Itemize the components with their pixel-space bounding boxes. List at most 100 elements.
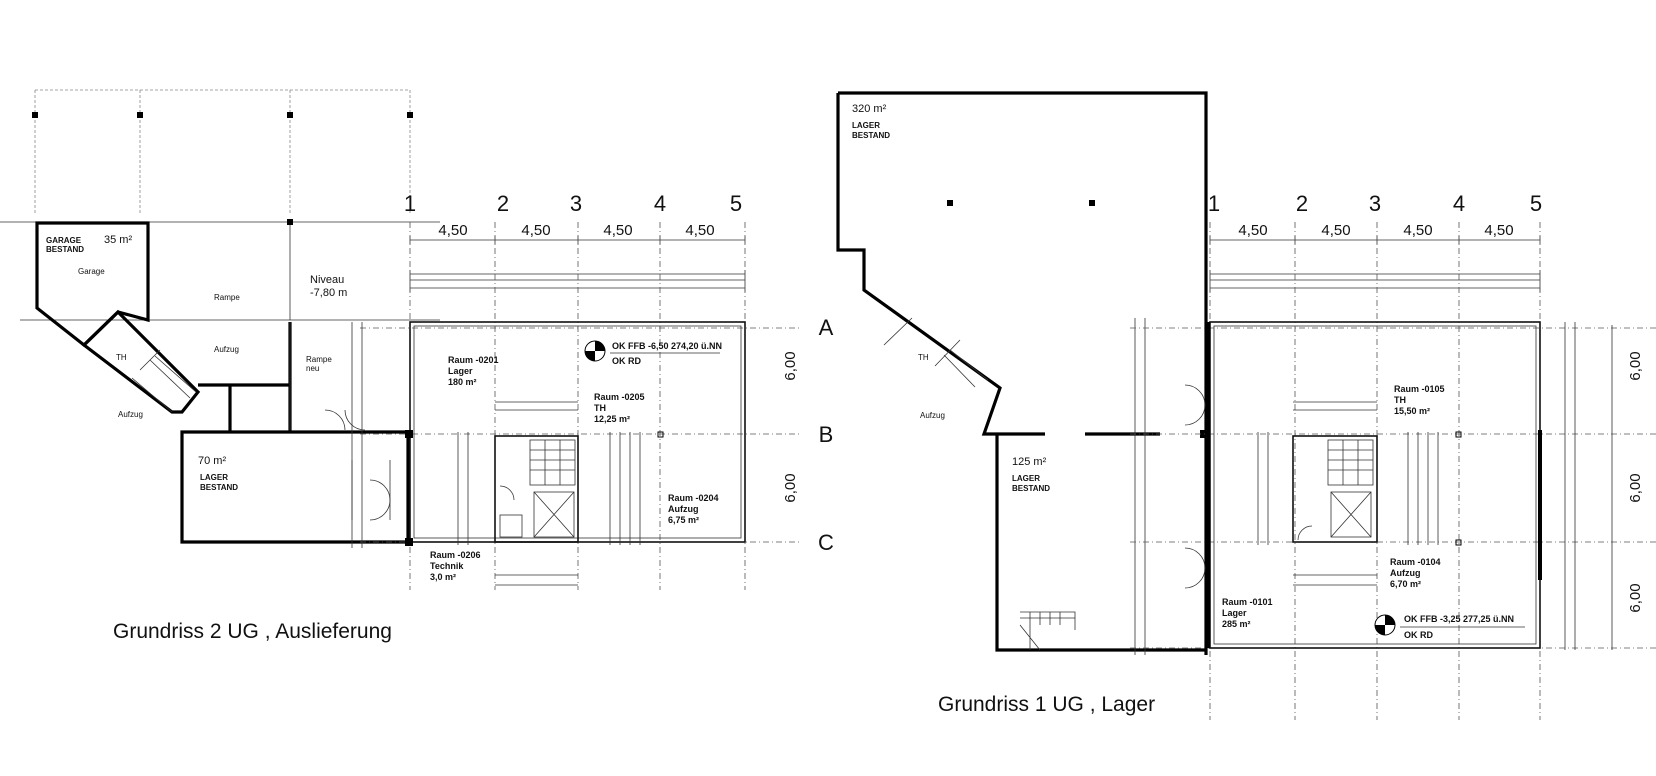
lager-320-title: LAGER [852, 121, 880, 130]
lager-125-title: LAGER [1012, 474, 1040, 483]
col-dim-3-1ug: 4,50 [1403, 222, 1432, 239]
axis-col-4-1ug: 4 [1453, 191, 1465, 216]
room-0201-use: Lager [448, 366, 473, 376]
row-dimensions-2ug: 6,00 6,00 [782, 351, 799, 502]
room-0205-name: Raum -0205 [594, 392, 645, 402]
stair-core-diagonal: TH Aufzug [81, 309, 201, 419]
room-0101-area: 285 m² [1222, 619, 1251, 629]
room-0105: Raum -0105 TH 15,50 m² [1394, 384, 1445, 416]
col-dim-1: 4,50 [438, 222, 467, 239]
axis-column-labels-1ug: 1 2 3 4 5 [1208, 191, 1542, 216]
level-ok-ffb-2ug: OK FFB -6,50 274,20 ü.NN [612, 341, 722, 351]
col-dim-4: 4,50 [685, 222, 714, 239]
dimension-lines-top-2ug [409, 236, 746, 292]
axis-grid-2ug [360, 222, 800, 590]
room-0104: Raum -0104 Aufzug 6,70 m² [1390, 557, 1441, 589]
room-0204: Raum -0204 Aufzug 6,75 m² [668, 493, 719, 525]
col-dim-3: 4,50 [603, 222, 632, 239]
lager-70-area: 70 m² [198, 455, 226, 467]
row-dimensions-1ug: 6,00 6,00 6,00 [1627, 351, 1644, 612]
axis-col-1: 1 [404, 191, 416, 216]
garage-label: Garage [78, 267, 105, 276]
dimension-lines-top-1ug [1209, 236, 1541, 292]
room-0201-name: Raum -0201 [448, 355, 499, 365]
room-0206-name: Raum -0206 [430, 550, 481, 560]
level-ok-rd-2ug: OK RD [612, 356, 642, 366]
col-dim-4-1ug: 4,50 [1484, 222, 1513, 239]
room-0104-area: 6,70 m² [1390, 579, 1421, 589]
room-0204-use: Aufzug [668, 504, 699, 514]
room-0101-use: Lager [1222, 608, 1247, 618]
caption-1ug: Grundriss 1 UG , Lager [938, 693, 1155, 716]
room-0206-use: Technik [430, 561, 464, 571]
axis-col-5: 5 [730, 191, 742, 216]
row-dim-3-1ug: 6,00 [1627, 583, 1644, 612]
rampe-label: Rampe [214, 293, 240, 302]
col-dim-2-1ug: 4,50 [1321, 222, 1350, 239]
level-ok-rd-1ug: OK RD [1404, 630, 1434, 640]
plan-1ug: 320 m² LAGER BESTAND TH Aufzug 125 m² LA… [836, 91, 1656, 720]
plan-2ug: GARAGE BESTAND 35 m² Garage TH Aufzug Ra… [0, 89, 834, 643]
lager-125-sub: BESTAND [1012, 484, 1050, 493]
vertical-dimensions-2ug [351, 322, 363, 548]
aufzug-top-label: Aufzug [214, 345, 239, 354]
room-0101: Raum -0101 Lager 285 m² [1222, 597, 1273, 629]
room-0101-name: Raum -0101 [1222, 597, 1273, 607]
row-dim-2: 6,00 [782, 473, 799, 502]
area-320: 320 m² [852, 103, 887, 115]
column-dimensions-2ug: 4,50 4,50 4,50 4,50 [438, 222, 714, 239]
col-dim-1-1ug: 4,50 [1238, 222, 1267, 239]
rampe-neu-label-1: Rampe [306, 355, 332, 364]
row-dim-1-1ug: 6,00 [1627, 351, 1644, 380]
room-0104-use: Aufzug [1390, 568, 1421, 578]
niveau-label-2: -7,80 m [310, 287, 347, 299]
garage-area: 35 m² [104, 234, 132, 246]
axis-row-labels-2ug: A B C [818, 315, 834, 555]
garage-sub: BESTAND [46, 245, 84, 254]
area-125: 125 m² [1012, 456, 1047, 468]
room-0206-area: 3,0 m² [430, 572, 456, 582]
th-label-small: TH [116, 353, 127, 362]
building-outline-1ug [1206, 321, 1542, 649]
lager-70-sub: BESTAND [200, 483, 238, 492]
room-0105-use: TH [1394, 395, 1406, 405]
column-dimensions-1ug: 4,50 4,50 4,50 4,50 [1238, 222, 1513, 239]
lager-70-title: LAGER [200, 473, 228, 482]
lager-320-sub: BESTAND [852, 131, 890, 140]
th-label-small-1ug: TH [918, 353, 929, 362]
axis-row-c: C [818, 530, 834, 555]
axis-col-5-1ug: 5 [1530, 191, 1542, 216]
room-0205-use: TH [594, 403, 606, 413]
room-0201-area: 180 m² [448, 377, 477, 387]
core-1ug [1257, 401, 1439, 586]
axis-col-4: 4 [654, 191, 666, 216]
axis-col-3-1ug: 3 [1369, 191, 1381, 216]
ramp-rooms: Rampe neu Niveau -7,80 m [198, 274, 347, 433]
axis-row-a: A [819, 315, 834, 340]
room-0204-name: Raum -0204 [668, 493, 719, 503]
niveau-label-1: Niveau [310, 274, 344, 286]
axis-row-b: B [819, 422, 834, 447]
room-0104-name: Raum -0104 [1390, 557, 1441, 567]
level-marker-1ug: OK FFB -3,25 277,25 ü.NN OK RD [1374, 614, 1525, 640]
room-0105-name: Raum -0105 [1394, 384, 1445, 394]
row-dim-1: 6,00 [782, 351, 799, 380]
room-0201: Raum -0201 Lager 180 m² [448, 355, 499, 387]
rampe-neu-label-2: neu [306, 364, 319, 373]
core-2ug [457, 401, 641, 586]
aufzug-label-left-1ug: Aufzug [920, 411, 945, 420]
vertical-dimensions-1ug [1564, 322, 1613, 650]
col-dim-2: 4,50 [521, 222, 550, 239]
room-0204-area: 6,75 m² [668, 515, 699, 525]
axis-col-2: 2 [497, 191, 509, 216]
level-ok-ffb-1ug: OK FFB -3,25 277,25 ü.NN [1404, 614, 1514, 624]
garage-title: GARAGE [46, 236, 82, 245]
room-0205: Raum -0205 TH 12,25 m² [594, 392, 645, 424]
lager-bestand-125: 125 m² LAGER BESTAND [995, 318, 1206, 655]
existing-structure-outline [0, 89, 440, 321]
aufzug-label-left: Aufzug [118, 410, 143, 419]
lager-bestand-70: 70 m² LAGER BESTAND [180, 409, 410, 544]
stair-core-diagonal-1ug: TH Aufzug [883, 317, 989, 420]
